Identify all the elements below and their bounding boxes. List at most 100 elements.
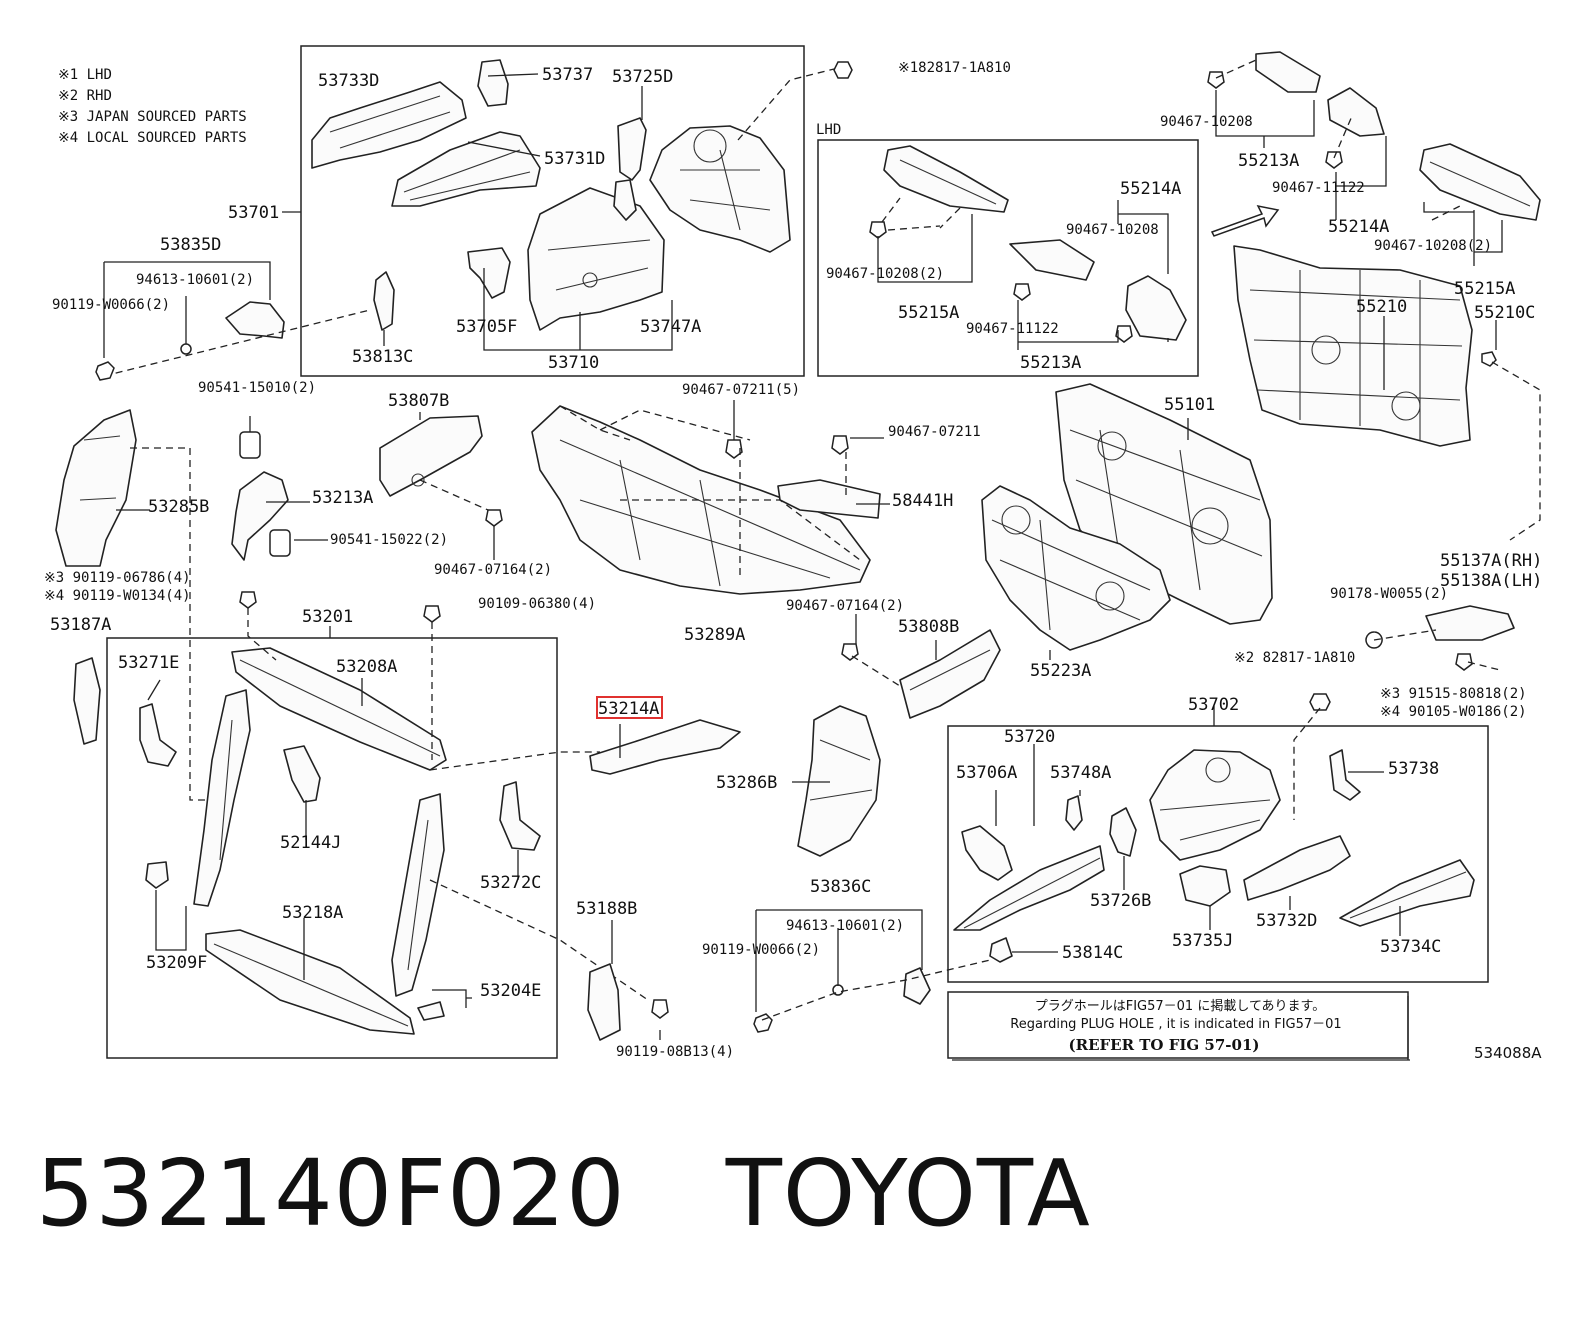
part-label: 53836C [810,877,871,897]
part-label: 90467-10208(2) [826,266,944,282]
part-label-highlighted: 53214A [598,699,659,719]
part-label: ※4 90119-W0134(4) [44,588,191,604]
part-label: 90467-10208 [1160,114,1253,130]
part-label: 90178-W0055(2) [1330,586,1448,602]
part-label: 90467-07164(2) [434,562,552,578]
legend-item: ※1 LHD [58,67,112,83]
part-label: 53720 [1004,727,1055,747]
part-label: 53710 [548,353,599,373]
part-label: 53725D [612,67,673,87]
legend-item: ※3 JAPAN SOURCED PARTS [58,109,247,125]
part-label: 55101 [1164,395,1215,415]
part-label: ※4 90105-W0186(2) [1380,704,1527,720]
part-label: 53285B [148,497,209,517]
part-label: 90119-08B13(4) [616,1044,734,1060]
part-label: 53213A [312,488,373,508]
part-label: 55138A(LH) [1440,571,1542,591]
part-label: 53208A [336,657,397,677]
part-label: 94613-10601(2) [786,918,904,934]
part-label: 55213A [1238,151,1299,171]
part-label: 90467-10208 [1066,222,1159,238]
part-label: 53734C [1380,937,1441,957]
part-drawings [225,59,791,339]
fasteners [95,61,853,381]
group-box-53702 [947,725,1489,983]
part-label: 53286B [716,773,777,793]
part-label: 90467-11122 [966,321,1059,337]
part-label: 53702 [1188,695,1239,715]
part-label: 53187A [50,615,111,635]
part-label: 55137A(RH) [1440,551,1542,571]
group-box-53201 [106,637,558,1059]
right-part-drawings [1207,51,1541,447]
part-label: ※3 90119-06786(4) [44,570,191,586]
frame-part-drawings [73,591,541,1035]
part-label: 53705F [456,317,517,337]
part-label: 53209F [146,953,207,973]
part-labels: 53733D 53737 53725D ※182817-1A810 53731D… [44,60,1542,1060]
figure-code: 534088A [1474,1044,1542,1062]
parts-diagram: ※1 LHD ※2 RHD ※3 JAPAN SOURCED PARTS ※4 … [44,45,1542,1062]
part-label: 53289A [684,625,745,645]
legend-item: ※2 RHD [58,88,112,104]
part-label: 53726B [1090,891,1151,911]
part-label: 55214A [1328,217,1389,237]
part-label: ※182817-1A810 [898,60,1011,76]
part-label: 90467-07211 [888,424,981,440]
part-label: 53733D [318,71,379,91]
note-en: Regarding PLUG HOLE , it is indicated in… [1010,1017,1341,1032]
part-label: 55210C [1474,303,1535,323]
part-label: 53738 [1388,759,1439,779]
center-part-drawings [587,629,1001,1041]
part-label: 53272C [480,873,541,893]
part-label: 53807B [388,391,449,411]
part-label: 53748A [1050,763,1111,783]
part-label: 90467-07164(2) [786,598,904,614]
part-label: 53271E [118,653,179,673]
part-label: 53218A [282,903,343,923]
part-label: 52144J [280,833,341,853]
part-label: 55213A [1020,353,1081,373]
part-label: 53814C [1062,943,1123,963]
part-label: 55210 [1356,297,1407,317]
part-label: 90467-11122 [1272,180,1365,196]
highlight-box-53214A [596,696,663,719]
part-label: 53706A [956,763,1017,783]
part-label: 53835D [160,235,221,255]
note-jp: プラグホールはFIG57－01 に掲載してあります。 [1035,998,1326,1014]
legend: ※1 LHD ※2 RHD ※3 JAPAN SOURCED PARTS ※4 … [58,67,247,146]
part-label: 90109-06380(4) [478,596,596,612]
note-ref: (REFER TO FIG 57-01) [1069,1036,1260,1054]
part-label: 53201 [302,607,353,627]
part-label: 53813C [352,347,413,367]
part-label: 55214A [1120,179,1181,199]
part-label: 53701 [228,203,279,223]
part-label: 53808B [898,617,959,637]
part-label: 55215A [898,303,959,323]
part-label: 90467-10208(2) [1374,238,1492,254]
part-label: 94613-10601(2) [136,272,254,288]
part-label: 53737 [542,65,593,85]
group-box-53701 [300,45,805,377]
part-label: 90467-07211(5) [682,382,800,398]
apron-part-drawings [953,749,1475,963]
part-label: 90119-W0066(2) [702,942,820,958]
legend-item: ※4 LOCAL SOURCED PARTS [58,130,247,146]
part-label: 53747A [640,317,701,337]
footer: 532140F020 TOYOTA [36,1140,1191,1247]
plug-hole-note: プラグホールはFIG57－01 に掲載してあります。 Regarding PLU… [1010,998,1341,1054]
part-label: 53204E [480,981,541,1001]
middle-part-drawings [55,383,1515,711]
footer-brand: TOYOTA [725,1140,1091,1247]
part-label: 53732D [1256,911,1317,931]
part-label: 53731D [544,149,605,169]
part-label: 55215A [1454,279,1515,299]
group-box-lhd [817,139,1199,377]
part-label: 58441H [892,491,953,511]
part-label: ※2 82817-1A810 [1234,650,1355,666]
part-label: 53735J [1172,931,1233,951]
part-label: ※3 91515-80818(2) [1380,686,1527,702]
footer-part-number: 532140F020 [36,1140,626,1247]
part-label: 55223A [1030,661,1091,681]
part-label: 90541-15010(2) [198,380,316,396]
